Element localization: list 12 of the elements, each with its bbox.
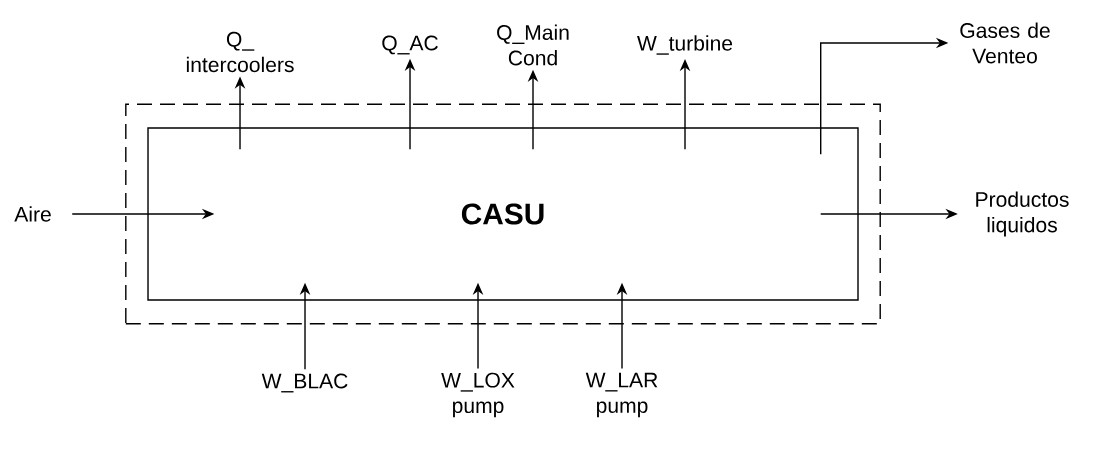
stream-label: Productos liquidos [976, 191, 1069, 237]
stream-label: Q_AC [382, 35, 438, 55]
stream-label: W_LAR pump [585, 372, 658, 418]
stream-label: Gases de Venteo [960, 22, 1050, 64]
stream-label: W_LOX pump [441, 372, 515, 418]
stream-label: W_turbine [637, 35, 733, 55]
dashed-boundary-box [125, 103, 881, 325]
stream-label: Aire [14, 206, 51, 222]
stream-label: Q_ intercoolers [186, 31, 294, 73]
process-box: CASU [147, 127, 859, 301]
stream-label: Q_Main Cond [497, 24, 569, 66]
stream-label: W_BLAC [261, 373, 348, 393]
